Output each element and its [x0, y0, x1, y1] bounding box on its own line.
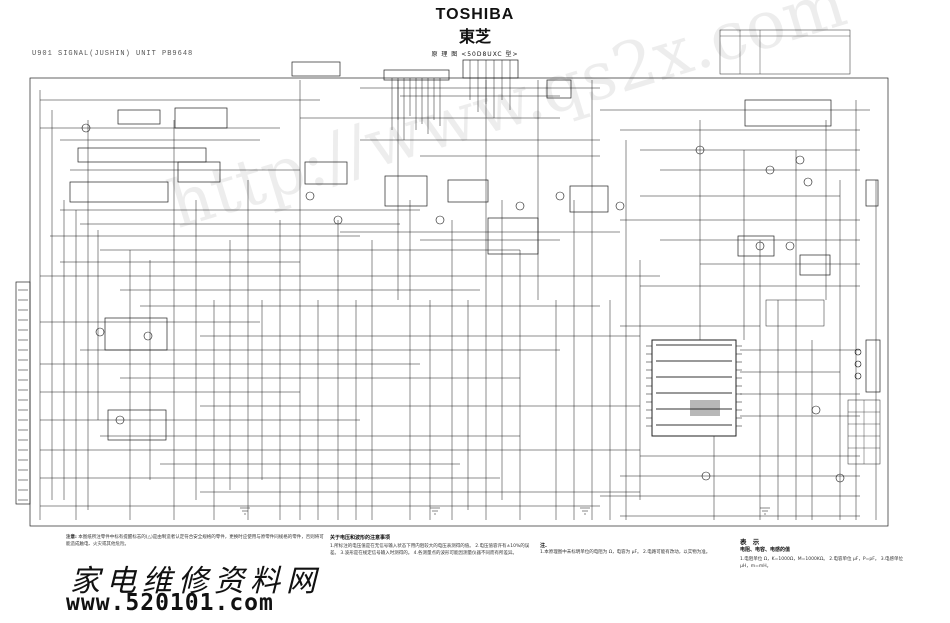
voltage-note-title: 关于电压和波形的注意事项 — [330, 535, 391, 541]
safety-note-body: 本图纸所注零件中标有提醒标志的(△)是由制造者认定符合安全规格的零件，更换时应使… — [66, 535, 324, 547]
general-note-title: 注. — [540, 543, 547, 549]
safety-note: 注意: 本图纸所注零件中标有提醒标志的(△)是由制造者认定符合安全规格的零件，更… — [66, 535, 324, 548]
safety-note-lead: 注意: — [66, 535, 77, 540]
site-url-watermark: www.520101.com — [66, 590, 274, 616]
legend-title: 表 示 — [740, 538, 762, 546]
legend-body: 1.电阻单位 Ω，K=1000Ω，M=1000KΩ。 2.电容单位 μF，P=p… — [740, 557, 904, 569]
legend-subtitle: 电阻、电容、电感的值 — [740, 547, 791, 553]
diagram-subtitle: 原 理 图 <50D8UXC 型> — [431, 51, 519, 58]
general-note-body: 1.本原理图中未标明单位的电阻为 Ω，电容为 μF。 2.电路可能有改动，以实物… — [540, 550, 711, 555]
site-name-watermark: 家电维修资料网 — [70, 564, 322, 599]
voltage-note-body: 1.所标注的电压值是在无信号输入状态下用内阻较大的电压表测得的值。 2.电压值容… — [330, 544, 530, 556]
brand-logo-cn: 東芝 — [458, 27, 491, 46]
brand-header: TOSHIBA 東芝 原 理 图 <50D8UXC 型> — [0, 6, 950, 58]
brand-logo-text: TOSHIBA — [435, 6, 515, 23]
unit-title: U901 SIGNAL(JUSHIN) UNIT PB9648 — [32, 50, 194, 58]
